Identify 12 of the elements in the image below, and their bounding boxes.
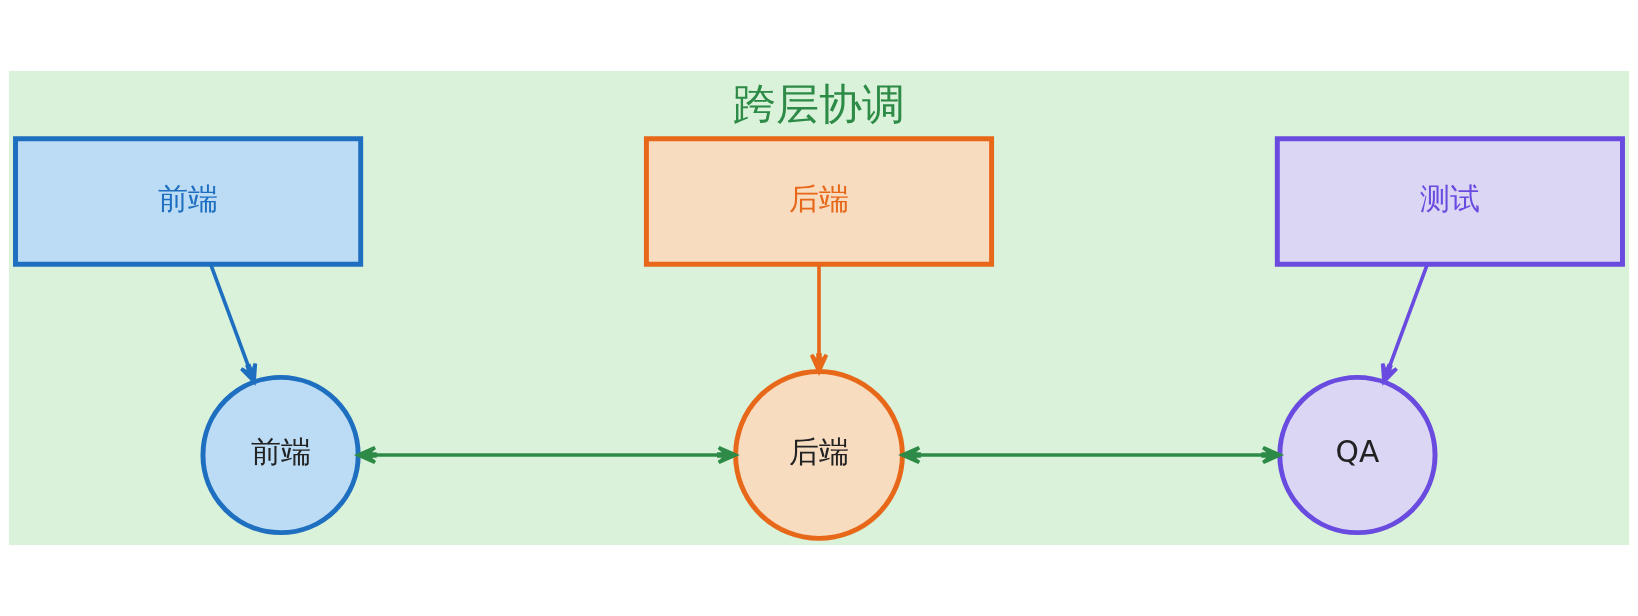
node-box: 测试 (1274, 136, 1625, 267)
node-box: 后端 (643, 136, 995, 267)
arrow (209, 263, 258, 384)
arrow (900, 445, 1282, 465)
diagram-title: 跨层协调 (733, 78, 905, 129)
arrow (356, 445, 738, 465)
node-circle: 后端 (733, 369, 905, 541)
node-circle: QA (1277, 374, 1438, 536)
arrow (809, 264, 829, 374)
arrow (1380, 263, 1429, 384)
node-circle: 前端 (200, 374, 361, 536)
node-box: 前端 (13, 136, 364, 267)
